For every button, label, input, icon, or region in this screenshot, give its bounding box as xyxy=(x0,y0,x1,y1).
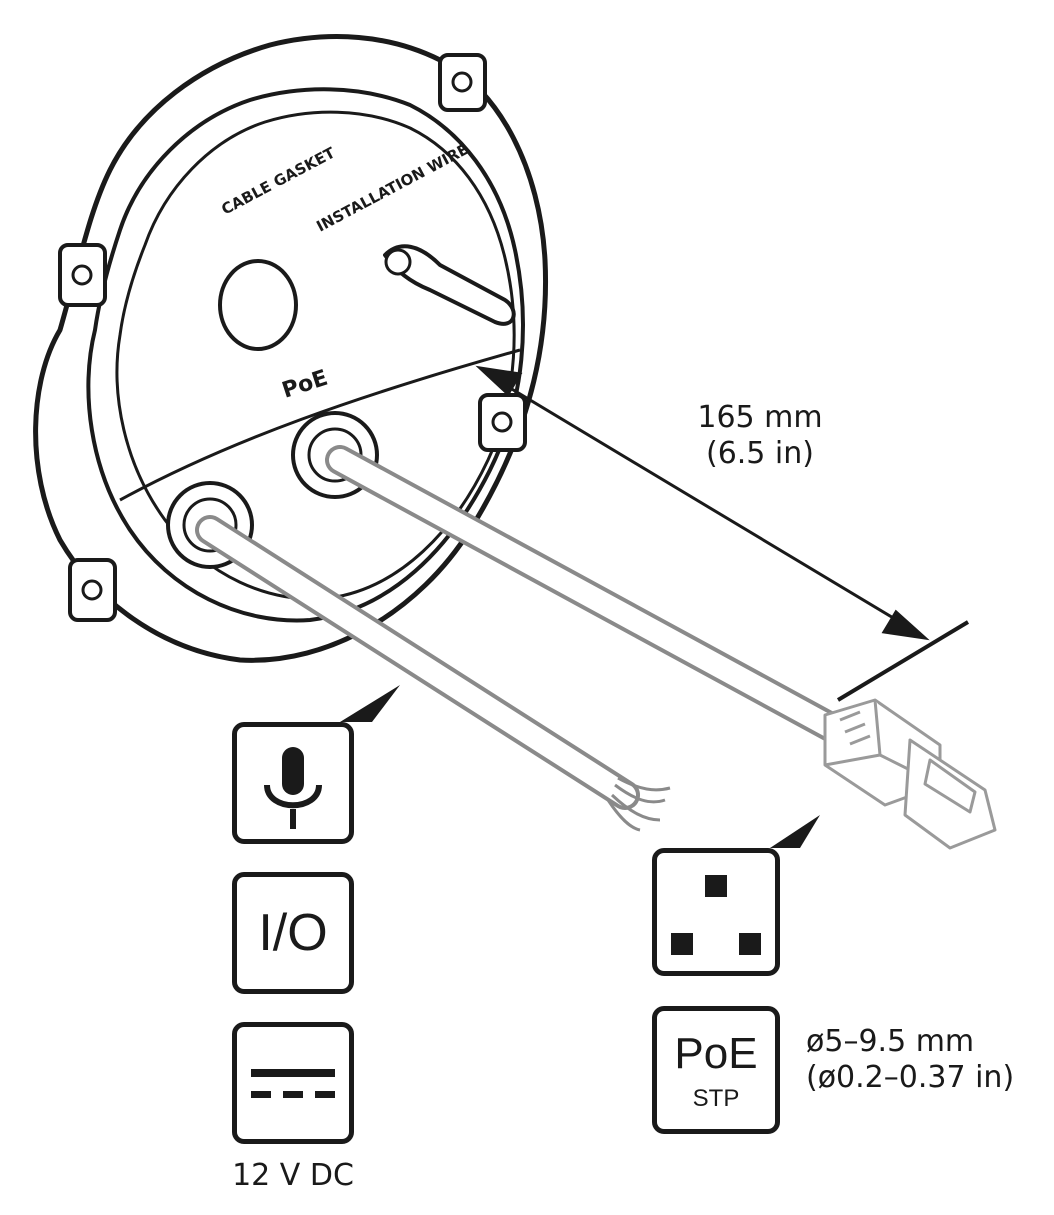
microphone-icon xyxy=(232,722,354,844)
length-dimension-line xyxy=(475,365,970,702)
power-label: 12 V DC xyxy=(232,1158,354,1193)
length-label: 165 mm (6.5 in) xyxy=(660,400,860,472)
diameter-imperial: (ø0.2–0.37 in) xyxy=(806,1060,1015,1095)
network-port-icon xyxy=(652,848,780,976)
cable-diameter-label: ø5–9.5 mm (ø0.2–0.37 in) xyxy=(806,1024,1014,1096)
length-metric: 165 mm xyxy=(697,400,823,435)
network-cable xyxy=(325,445,860,750)
rj45-connector xyxy=(823,698,997,850)
callout-pointers xyxy=(340,685,820,848)
poe-subtitle: STP xyxy=(692,1085,740,1112)
diameter-metric: ø5–9.5 mm xyxy=(806,1024,975,1059)
poe-title: PoE xyxy=(674,1029,758,1078)
dc-power-icon xyxy=(232,1022,354,1144)
poe-stp-icon: PoE STP xyxy=(652,1006,780,1134)
length-imperial: (6.5 in) xyxy=(705,436,814,471)
io-icon: I/O xyxy=(232,872,354,994)
io-label: I/O xyxy=(258,904,328,962)
multi-wire-cable xyxy=(195,515,671,832)
